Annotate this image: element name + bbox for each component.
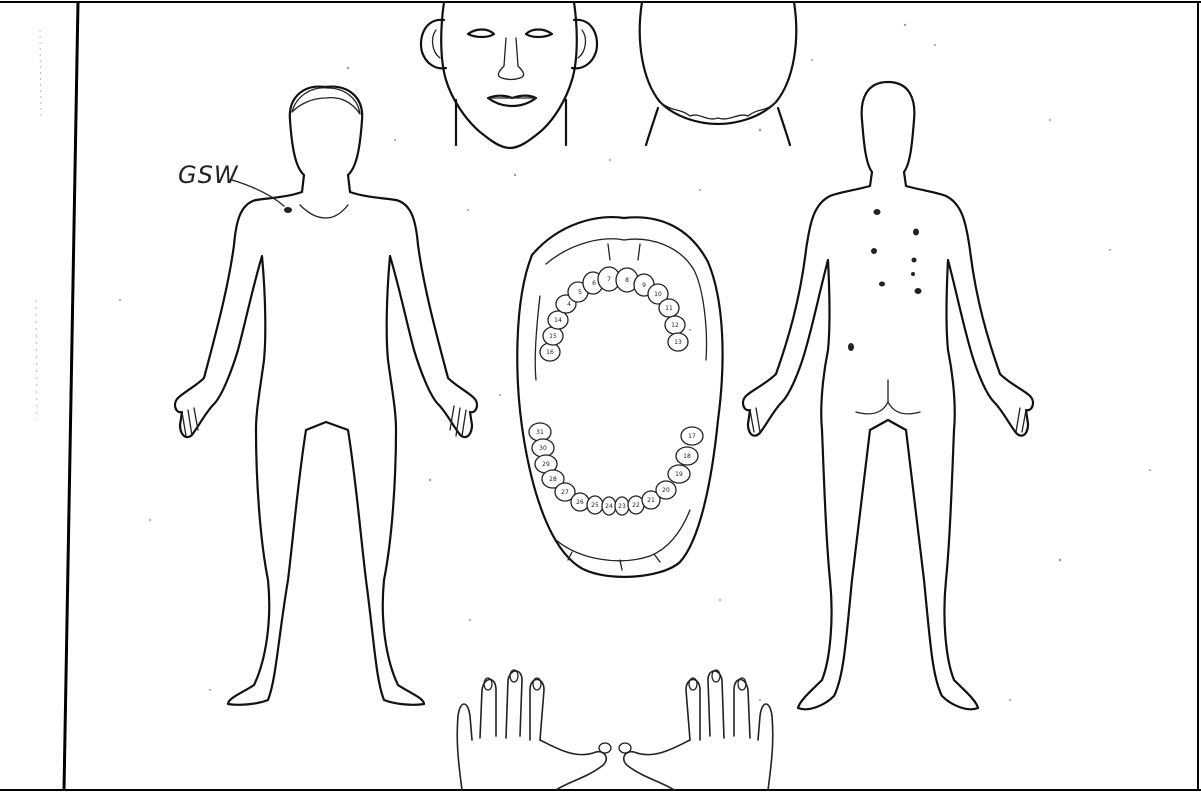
back-wound-marks — [848, 209, 922, 351]
back-wound-5 — [879, 282, 885, 287]
svg-text:19: 19 — [675, 471, 683, 478]
back-wound-1 — [874, 209, 881, 215]
front-wound-mark — [284, 207, 292, 213]
hands-diagram — [457, 670, 773, 790]
svg-text:11: 11 — [665, 305, 673, 312]
svg-text:5: 5 — [578, 289, 582, 296]
back-wound-8 — [911, 272, 915, 276]
svg-text:24: 24 — [605, 503, 613, 510]
svg-text:25: 25 — [591, 502, 599, 509]
svg-text:4: 4 — [567, 301, 571, 308]
svg-text:6: 6 — [592, 280, 596, 287]
dental-chart: 4 5 6 7 8 9 10 11 12 13 14 15 16 — [517, 217, 722, 577]
back-wound-4 — [912, 258, 917, 263]
gsw-label: GSW — [178, 161, 239, 189]
svg-text:9: 9 — [642, 282, 646, 289]
back-wound-6 — [915, 288, 922, 294]
back-wound-3 — [871, 248, 877, 254]
lower-teeth: 17 18 19 20 21 22 23 24 25 26 27 28 29 3… — [529, 423, 703, 515]
svg-text:21: 21 — [647, 497, 655, 504]
svg-text:30: 30 — [539, 445, 547, 452]
svg-text:14: 14 — [554, 317, 562, 324]
svg-text:7: 7 — [607, 276, 611, 283]
svg-text:29: 29 — [542, 461, 550, 468]
svg-text:13: 13 — [674, 339, 682, 346]
svg-text:16: 16 — [546, 349, 554, 356]
head-front-view — [421, 2, 597, 148]
svg-text:22: 22 — [632, 502, 640, 509]
svg-text:15: 15 — [549, 333, 557, 340]
svg-text:28: 28 — [549, 476, 557, 483]
svg-text:31: 31 — [536, 429, 544, 436]
svg-text:18: 18 — [683, 453, 691, 460]
head-back-view — [640, 2, 797, 145]
svg-text:27: 27 — [561, 489, 569, 496]
body-back-outline — [743, 82, 1033, 709]
back-wound-2 — [913, 229, 919, 236]
svg-text:8: 8 — [625, 277, 629, 284]
svg-text:26: 26 — [576, 499, 584, 506]
gsw-annotation: GSW — [178, 161, 292, 213]
svg-text:12: 12 — [671, 322, 679, 329]
upper-teeth: 4 5 6 7 8 9 10 11 12 13 14 15 16 — [540, 267, 688, 361]
svg-text:17: 17 — [688, 433, 696, 440]
svg-text:10: 10 — [654, 291, 662, 298]
svg-text:23: 23 — [618, 503, 626, 510]
back-wound-7 — [848, 343, 854, 351]
svg-text:20: 20 — [662, 487, 670, 494]
